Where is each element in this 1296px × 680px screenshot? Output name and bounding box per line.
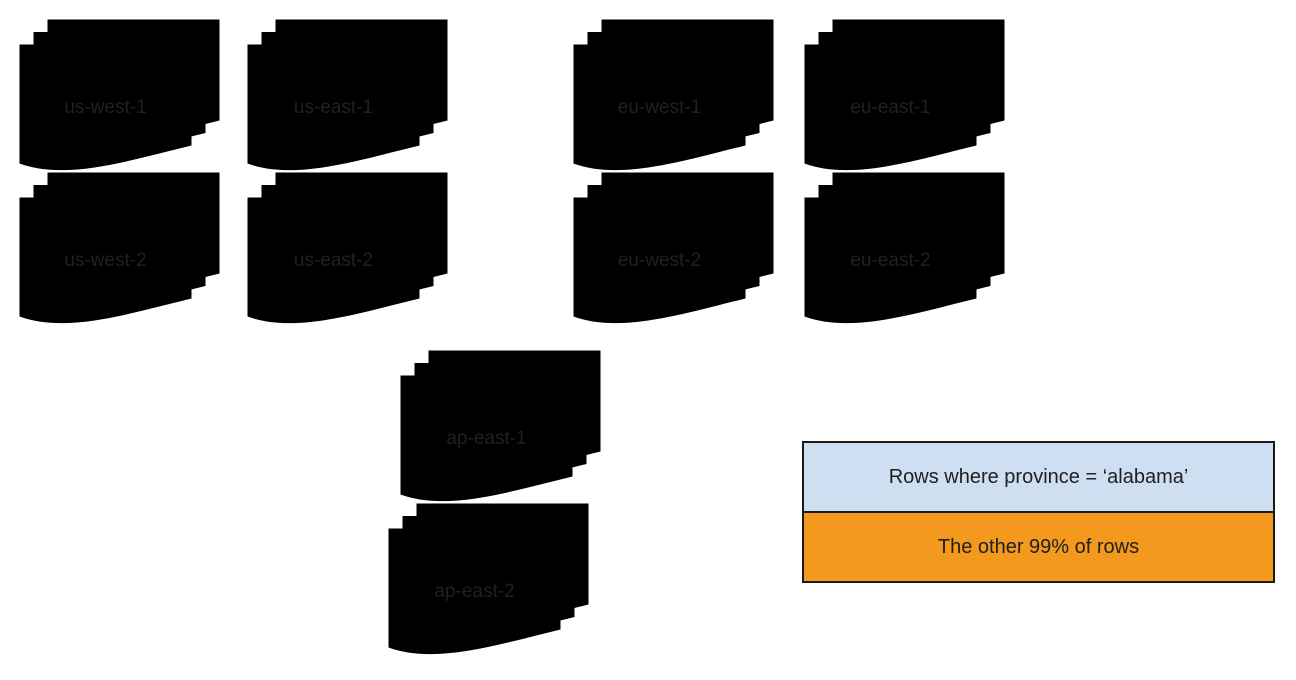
region-stack-eu-west-2: eu-west-2 [573,171,776,324]
region-label: us-west-1 [64,96,147,118]
region-label: eu-west-1 [617,96,702,118]
region-label: ap-east-2 [434,580,515,602]
region-label: us-west-2 [64,249,147,271]
region-stack-eu-east-2: eu-east-2 [804,171,1007,324]
region-label: eu-east-2 [850,249,931,271]
region-stack-us-east-2: us-east-2 [247,171,450,324]
region-label: us-east-1 [293,96,374,118]
region-stack-eu-west-1: eu-west-1 [573,18,776,171]
region-stack-eu-east-1: eu-east-1 [804,18,1007,171]
region-stack-us-east-1: us-east-1 [247,18,450,171]
legend-box: Rows where province = ‘alabama’ The othe… [802,441,1275,583]
region-stack-ap-east-1: ap-east-1 [400,349,603,502]
region-label: us-east-2 [293,249,374,271]
region-label: ap-east-1 [446,427,527,449]
region-label: eu-east-1 [850,96,931,118]
region-stack-ap-east-2: ap-east-2 [388,502,591,655]
region-stack-us-west-1: us-west-1 [19,18,222,171]
region-stack-us-west-2: us-west-2 [19,171,222,324]
legend-row-alabama-rows: Rows where province = ‘alabama’ [804,443,1273,511]
legend-row-other-rows: The other 99% of rows [804,511,1273,581]
region-label: eu-west-2 [617,249,702,271]
